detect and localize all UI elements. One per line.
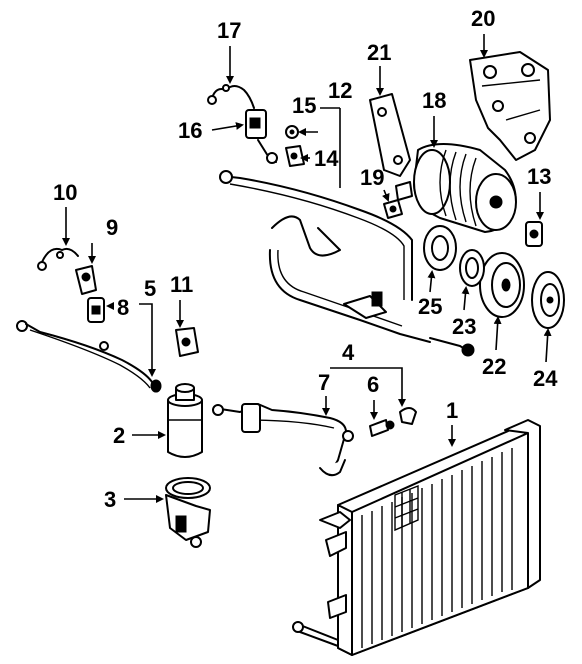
pulley-22 [479,252,525,318]
callout-10[interactable]: 10 [53,180,77,205]
callout-12[interactable]: 12 [328,78,352,103]
callout-24[interactable]: 24 [533,366,558,391]
callout-labels: 1 2 3 4 5 6 7 8 9 10 11 12 13 14 15 16 1… [53,6,558,512]
callout-3[interactable]: 3 [104,487,116,512]
switch-8 [87,297,105,323]
callout-23[interactable]: 23 [452,314,476,339]
accumulator-bracket [165,477,211,548]
compressor-mount [469,51,551,161]
clutch-plate-24 [531,271,565,329]
clip-11 [175,327,199,357]
accumulator [167,383,203,458]
valve-14 [285,145,305,167]
callout-20[interactable]: 20 [471,6,495,31]
callout-22[interactable]: 22 [482,354,506,379]
callout-1[interactable]: 1 [446,398,458,423]
bracket-21 [369,93,411,177]
callout-9[interactable]: 9 [106,215,118,240]
suction-hose [212,403,354,477]
callout-25[interactable]: 25 [418,294,442,319]
callout-14[interactable]: 14 [314,146,339,171]
callout-8[interactable]: 8 [117,295,129,320]
callout-15[interactable]: 15 [292,93,316,118]
callout-21[interactable]: 21 [367,40,391,65]
condenser [292,419,541,656]
callout-16[interactable]: 16 [178,118,202,143]
coil-25 [423,225,457,271]
o-ring-6 [369,407,417,437]
callout-4[interactable]: 4 [342,340,355,365]
callout-18[interactable]: 18 [422,88,446,113]
callout-5[interactable]: 5 [144,276,156,301]
pressure-line [219,170,475,357]
evaporator-hose [16,320,162,393]
callout-13[interactable]: 13 [527,164,551,189]
cap-15 [285,125,299,139]
callout-leaders [62,34,552,503]
switch-16 [245,109,278,164]
nut-13 [525,221,543,247]
callout-11[interactable]: 11 [170,272,193,297]
compressor [395,143,517,233]
wire-harness-17 [207,84,255,109]
callout-7[interactable]: 7 [318,370,330,395]
fitting-9 [75,265,97,295]
callout-17[interactable]: 17 [217,18,241,43]
snap-ring-23 [459,249,485,287]
callout-2[interactable]: 2 [113,423,125,448]
callout-6[interactable]: 6 [367,372,379,397]
callout-19[interactable]: 19 [360,165,384,190]
fitting-19 [383,199,403,219]
wire-harness-10 [37,247,79,271]
